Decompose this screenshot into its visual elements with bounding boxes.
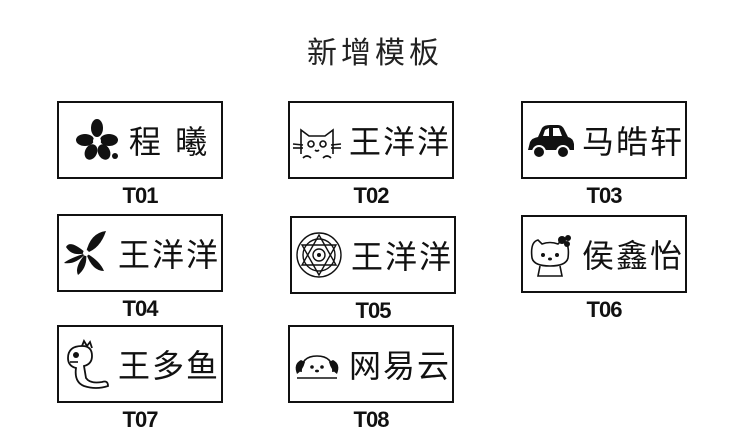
flower-icon <box>75 119 118 160</box>
stamp-name: 侯鑫怡 <box>581 237 684 275</box>
stamp-preview: 王洋洋 <box>290 216 456 294</box>
template-code: T01 <box>122 183 159 208</box>
template-card-t07[interactable]: 王多鱼 T07 <box>57 325 223 432</box>
star-seal-icon <box>296 232 342 278</box>
template-card-t08[interactable]: 网易云 T08 <box>288 325 454 432</box>
stamp-name: 马皓轩 <box>581 123 684 161</box>
kitty-icon <box>530 235 571 277</box>
stamp-preview: 王洋洋 <box>288 101 454 179</box>
page-title: 新增模板 <box>307 36 443 71</box>
template-code: T03 <box>586 183 623 208</box>
stamp-preview: 马皓轩 <box>521 101 687 179</box>
dinosaur-icon <box>67 338 109 389</box>
template-card-t02[interactable]: 王洋洋 T02 <box>288 101 454 208</box>
stamp-preview: 王多鱼 <box>57 325 223 403</box>
flower-leaf-icon <box>63 231 106 275</box>
stamp-preview: 程 曦 <box>57 101 223 179</box>
stamp-name: 王洋洋 <box>350 238 453 276</box>
template-card-t04[interactable]: 王洋洋 T04 <box>57 214 223 321</box>
stamp-name: 王洋洋 <box>348 123 451 161</box>
template-card-t05[interactable]: 王洋洋 T05 <box>290 216 456 323</box>
stamp-name: 网易云 <box>348 347 451 385</box>
stamp-preview: 网易云 <box>288 325 454 403</box>
stamp-name: 程 曦 <box>128 123 210 161</box>
cat-icon <box>292 128 342 159</box>
template-code: T05 <box>355 298 392 323</box>
stamp-preview: 侯鑫怡 <box>521 215 687 293</box>
puppy-icon <box>295 355 339 379</box>
template-code: T08 <box>353 407 390 432</box>
template-code: T07 <box>122 407 159 432</box>
template-card-t06[interactable]: 侯鑫怡 T06 <box>521 215 687 322</box>
template-card-t03[interactable]: 马皓轩 T03 <box>521 101 687 208</box>
template-code: T04 <box>122 296 159 321</box>
stamp-preview: 王洋洋 <box>57 214 223 292</box>
car-icon <box>527 125 574 159</box>
stamp-name: 王洋洋 <box>117 236 220 274</box>
template-code: T02 <box>353 183 390 208</box>
template-card-t01[interactable]: 程 曦 T01 <box>57 101 223 208</box>
template-code: T06 <box>586 297 623 322</box>
stamp-name: 王多鱼 <box>117 347 220 385</box>
